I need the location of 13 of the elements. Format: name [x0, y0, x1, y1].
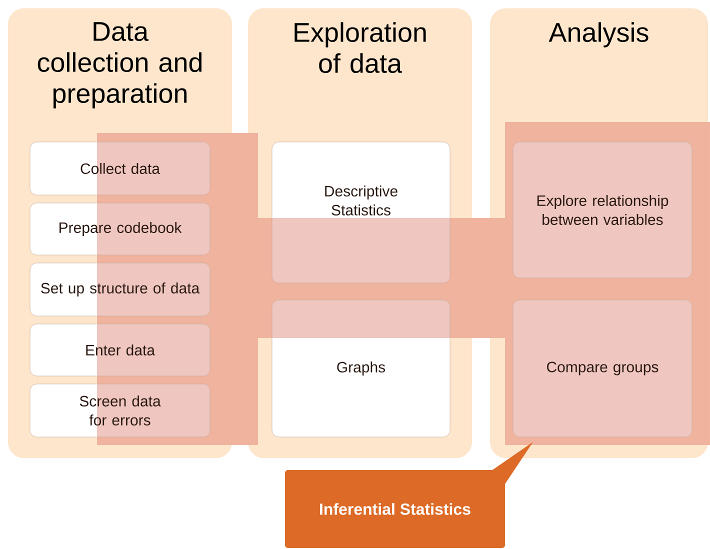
process-box: Graphs: [272, 300, 450, 438]
process-box: Prepare codebook: [30, 202, 210, 256]
process-box: Screen data for errors: [30, 384, 210, 438]
column-heading: Exploration of data: [294, 22, 426, 74]
process-box: Set up structure of data: [30, 262, 210, 316]
process-box: Compare groups: [512, 300, 692, 438]
process-box: Explore relationship between variables: [512, 142, 692, 278]
process-box: Collect data: [30, 142, 210, 196]
callout-box: Inferential Statistics: [285, 442, 533, 548]
column-heading: Analysis: [548, 22, 648, 48]
column-heading: Data collection and preparation: [38, 22, 202, 108]
process-box: Descriptive Statistics: [272, 142, 450, 284]
process-box: Enter data: [30, 324, 210, 376]
